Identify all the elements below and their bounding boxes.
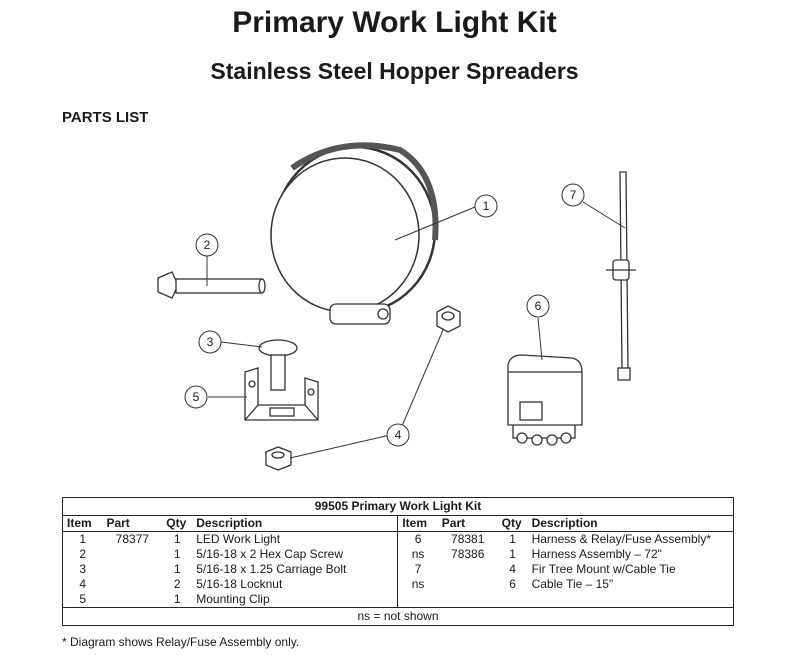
header-item: Item <box>397 515 438 532</box>
cell-description: 5/16-18 x 1.25 Carriage Bolt <box>196 562 347 576</box>
header-item: Item <box>62 515 103 532</box>
table-row: 2 1 5/16-18 x 2 Hex Cap Screw ns 78386 1… <box>62 547 734 562</box>
table-row: 5 1 Mounting Clip <box>62 592 734 608</box>
cell-item: 2 <box>62 547 103 562</box>
cell-description: Cable Tie – 15" <box>527 577 734 592</box>
carriage-bolt-drawing <box>258 339 298 391</box>
cell-description: Harness Assembly – 72" <box>527 547 734 562</box>
cell-item: 4 <box>62 577 103 592</box>
table-row: 4 2 5/16-18 Locknut ns 6 Cable Tie – 15" <box>62 577 734 592</box>
cell-part: 78381 <box>451 532 485 546</box>
header-part: Part <box>102 515 163 532</box>
cell-qty: 1 <box>173 547 181 561</box>
cell-qty: 2 <box>173 577 181 591</box>
page-title: Primary Work Light Kit <box>232 6 557 39</box>
header-description: Description <box>527 515 734 532</box>
cell-description: 5/16-18 x 2 Hex Cap Screw <box>196 547 343 561</box>
cell-qty: 6 <box>509 577 516 591</box>
cell-part <box>438 592 498 608</box>
cell-qty <box>498 592 528 608</box>
relay-fuse-assembly-drawing <box>507 354 583 446</box>
svg-text:7: 7 <box>570 188 577 202</box>
cell-qty: 1 <box>173 562 181 576</box>
cell-part <box>438 562 498 577</box>
parts-diagram: 1 2 3 4 5 6 7 <box>157 142 636 471</box>
table-caption: 99505 Primary Work Light Kit <box>62 497 734 516</box>
svg-text:5: 5 <box>193 390 200 404</box>
header-qty: Qty <box>497 515 528 532</box>
cell-qty: 1 <box>173 592 181 606</box>
svg-text:4: 4 <box>395 428 402 442</box>
cell-item: 1 <box>62 531 103 547</box>
svg-text:3: 3 <box>207 335 214 349</box>
cell-description: Mounting Clip <box>196 592 270 606</box>
locknut-bottom-drawing <box>265 446 292 471</box>
cell-item: 3 <box>62 562 103 577</box>
locknut-top-drawing <box>436 305 461 333</box>
section-label: PARTS LIST <box>62 109 149 126</box>
cell-qty: 1 <box>173 532 181 546</box>
callout-1: 1 <box>474 194 498 218</box>
callout-6: 6 <box>526 294 550 318</box>
cell-description: 5/16-18 Locknut <box>196 577 283 591</box>
table-row: 3 1 5/16-18 x 1.25 Carriage Bolt 7 4 Fir… <box>62 562 734 577</box>
callout-3: 3 <box>198 330 222 354</box>
callout-5: 5 <box>184 385 208 409</box>
cell-part <box>102 547 162 562</box>
cell-part <box>438 577 498 592</box>
table-row: 1 78377 1 LED Work Light 6 78381 1 Harne… <box>62 531 734 547</box>
svg-text:1: 1 <box>483 199 490 213</box>
cell-item: 5 <box>62 592 103 608</box>
cell-item: 7 <box>397 562 438 577</box>
cell-qty: 1 <box>509 547 516 561</box>
table-header-row: Item Part Qty Description Item Part Qty … <box>62 515 734 532</box>
mounting-clip-drawing <box>244 367 319 421</box>
callout-2: 2 <box>195 233 219 257</box>
cell-part: 78377 <box>115 532 150 546</box>
cell-qty: 1 <box>509 532 516 546</box>
callout-4: 4 <box>386 423 410 447</box>
header-part: Part <box>437 515 498 532</box>
led-work-light-drawing <box>270 142 439 325</box>
hex-cap-screw-drawing <box>157 271 266 299</box>
cell-description: LED Work Light <box>196 532 281 546</box>
cell-part <box>102 577 162 592</box>
fir-tree-mount-drawing <box>606 171 636 381</box>
callout-7: 7 <box>561 183 585 207</box>
parts-table: 99505 Primary Work Light Kit Item Part Q… <box>62 497 734 626</box>
page-subtitle: Stainless Steel Hopper Spreaders <box>210 58 579 84</box>
cell-item <box>397 592 438 608</box>
cell-item: 6 <box>397 531 438 547</box>
cell-qty: 4 <box>509 562 516 576</box>
cell-item: ns <box>397 577 438 592</box>
table-footer: ns = not shown <box>62 607 734 626</box>
cell-part <box>102 562 162 577</box>
leader-lines <box>206 201 626 459</box>
cell-description: Fir Tree Mount w/Cable Tie <box>527 562 734 577</box>
cell-item: ns <box>397 547 438 562</box>
header-qty: Qty <box>162 515 193 532</box>
footnote: * Diagram shows Relay/Fuse Assembly only… <box>62 635 300 649</box>
svg-text:6: 6 <box>535 299 542 313</box>
cell-description: Harness & Relay/Fuse Assembly* <box>527 531 734 547</box>
svg-text:2: 2 <box>204 238 211 252</box>
header-description: Description <box>192 515 398 532</box>
cell-part: 78386 <box>451 547 485 561</box>
cell-description <box>527 592 734 608</box>
cell-part <box>102 592 162 608</box>
